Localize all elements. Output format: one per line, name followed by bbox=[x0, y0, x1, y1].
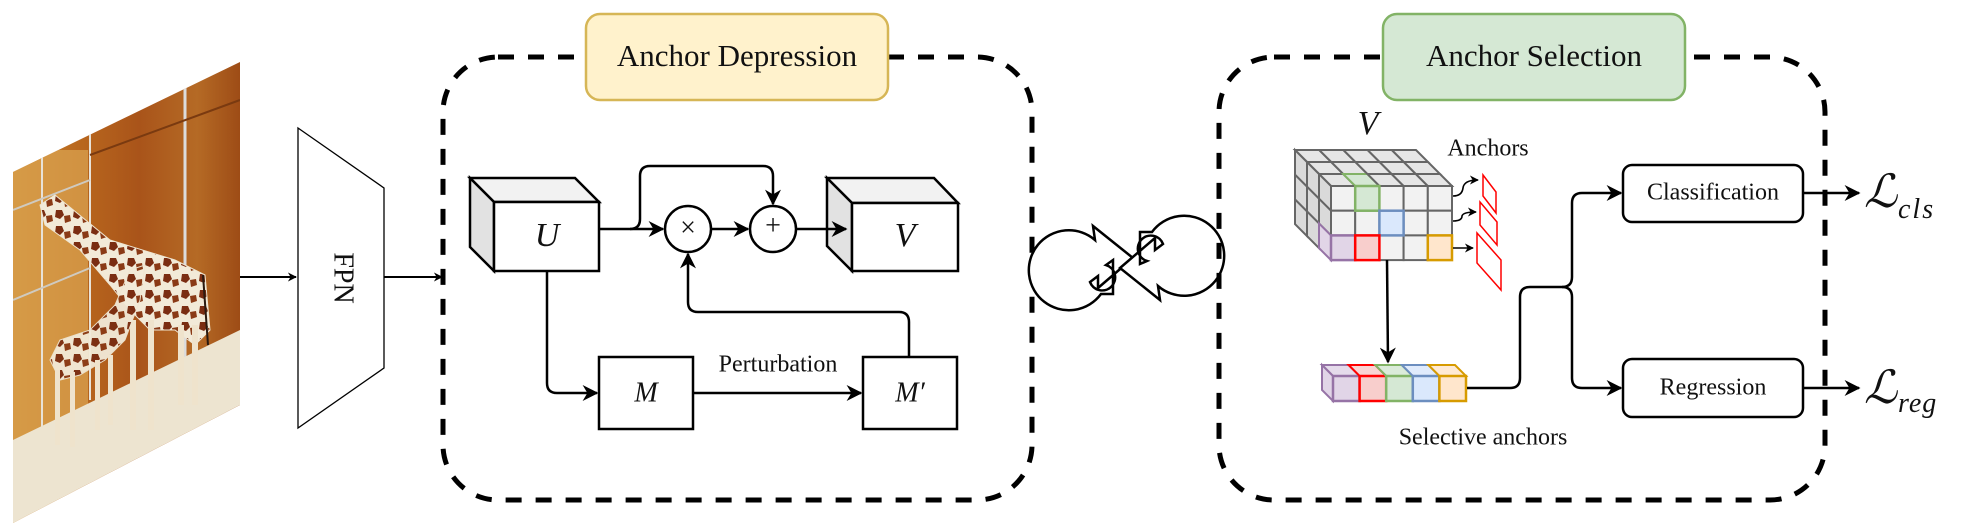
grid-selected-cell-orange bbox=[1426, 234, 1454, 262]
anchor-box-2 bbox=[1479, 199, 1498, 248]
perturbation-label: Perturbation bbox=[719, 352, 838, 378]
mask-m-box: M bbox=[597, 355, 695, 431]
add-operator: + bbox=[748, 204, 798, 254]
loss-reg-subscript: reg bbox=[1898, 388, 1937, 419]
anchor-selection-title: Anchor Selection bbox=[1426, 38, 1643, 73]
anchor-depression-title-badge: Anchor Depression bbox=[584, 12, 890, 102]
grid-front-cell bbox=[1402, 185, 1429, 212]
grid-front-cell bbox=[1426, 209, 1454, 237]
add-symbol: + bbox=[765, 210, 781, 241]
cube-front bbox=[1331, 374, 1361, 403]
grid-front-cell bbox=[1330, 209, 1357, 237]
grid-selected-cell-purple bbox=[1329, 234, 1357, 262]
anchor-box-3 bbox=[1476, 231, 1502, 292]
regression-loss: ℒ reg bbox=[1864, 362, 1937, 419]
anchor-arrow-1 bbox=[1452, 175, 1479, 197]
anchors-label: Anchors bbox=[1447, 136, 1528, 162]
fpn-backbone: FPN bbox=[297, 126, 385, 430]
cube-front bbox=[1358, 374, 1388, 403]
cube-front bbox=[1411, 374, 1441, 403]
selective-anchors-label: Selective anchors bbox=[1399, 425, 1568, 451]
grid-front-cell bbox=[1354, 209, 1381, 237]
grid-selected-cell-green bbox=[1353, 184, 1381, 212]
grid-front-cell bbox=[1378, 234, 1405, 262]
selective-anchors-row bbox=[1319, 362, 1469, 404]
to-classification-arrow bbox=[1561, 185, 1623, 289]
classification-loss: ℒ cls bbox=[1864, 166, 1935, 225]
multiply-symbol: × bbox=[680, 212, 696, 243]
tensor-u-label: U bbox=[535, 217, 562, 254]
multiply-operator: × bbox=[663, 204, 713, 254]
loss-cls-symbol: ℒ bbox=[1864, 166, 1898, 217]
tensor-u-cube: U bbox=[466, 174, 603, 275]
anchor-boxes bbox=[1476, 172, 1502, 292]
tensor-v-cube: V bbox=[823, 174, 961, 275]
cycle-arrow-left bbox=[1027, 223, 1135, 312]
feature-grid-cube bbox=[1292, 147, 1455, 263]
perturbed-mask-box: M′ bbox=[861, 355, 959, 431]
perturbed-mask-to-multiply-arrow bbox=[680, 252, 911, 357]
regression-label: Regression bbox=[1660, 375, 1767, 401]
selective-anchor-cube-orange bbox=[1425, 364, 1469, 403]
grid-front-cell bbox=[1330, 185, 1357, 212]
adult-giraffe bbox=[39, 194, 211, 430]
input-photo bbox=[13, 62, 240, 523]
mask-m-label: M bbox=[633, 377, 659, 408]
anchor-depression-dashed-border bbox=[440, 54, 1035, 503]
grid-front-cell bbox=[1402, 209, 1429, 237]
baby-giraffe bbox=[49, 264, 146, 447]
anchor-depression-title: Anchor Depression bbox=[617, 38, 858, 73]
classification-head: Classification bbox=[1621, 163, 1805, 224]
anchor-selection-module: Anchor Selection V Anchors Selective anc… bbox=[1216, 12, 1828, 503]
selective-anchor-cube-green bbox=[1372, 364, 1416, 403]
grid-front-cell bbox=[1426, 185, 1454, 212]
cycle-arrow-right bbox=[1118, 214, 1226, 303]
feature-v-label: V bbox=[1358, 105, 1383, 142]
grid-selected-cell-blue bbox=[1378, 209, 1405, 237]
to-regression-arrow bbox=[1561, 285, 1623, 396]
cube-front bbox=[1384, 374, 1415, 403]
anchor-box-1 bbox=[1482, 172, 1497, 216]
anchor-arrow-2 bbox=[1452, 207, 1477, 222]
grid-front-cell bbox=[1402, 234, 1429, 262]
cube-front bbox=[1438, 374, 1468, 403]
anchor-depression-module: Anchor Depression U V × bbox=[440, 12, 1035, 503]
cycle-arrows-icon bbox=[1027, 214, 1226, 312]
anchor-depression-title-box bbox=[584, 12, 890, 102]
grid-front-cell bbox=[1378, 185, 1405, 212]
loss-reg-symbol: ℒ bbox=[1864, 362, 1898, 413]
selective-to-heads-connector bbox=[1467, 285, 1562, 390]
fpn-label: FPN bbox=[328, 252, 359, 303]
regression-head: Regression bbox=[1621, 357, 1805, 419]
perturbed-mask-label: M′ bbox=[894, 377, 925, 408]
selective-anchor-cube-purple bbox=[1319, 362, 1363, 404]
anchor-selection-title-box bbox=[1381, 12, 1687, 102]
loss-cls-subscript: cls bbox=[1898, 194, 1935, 225]
grid-selected-cell-red bbox=[1353, 234, 1381, 262]
grid-to-selective-arrow bbox=[1379, 259, 1396, 364]
classification-label: Classification bbox=[1647, 180, 1779, 206]
fpn-trapezoid bbox=[297, 126, 385, 430]
anchor-selection-title-badge: Anchor Selection bbox=[1381, 12, 1687, 102]
residual-skip-arrow bbox=[629, 164, 781, 231]
u-to-mask-arrow bbox=[545, 271, 599, 401]
